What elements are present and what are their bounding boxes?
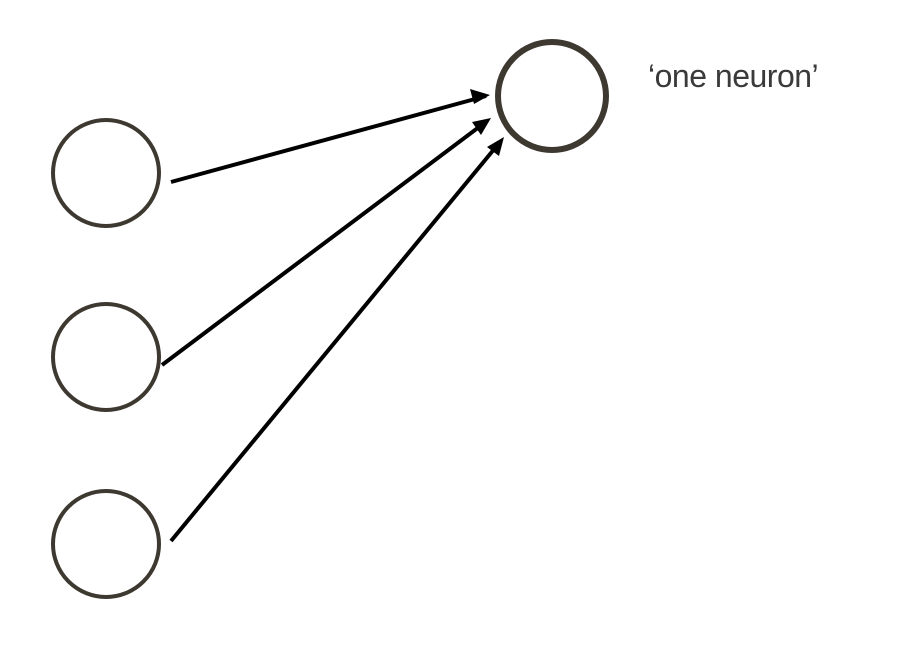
arrowhead-input-1 xyxy=(470,89,490,104)
edge-input-2-to-output xyxy=(160,119,489,367)
output-neuron-label: ‘one neuron’ xyxy=(648,58,819,94)
input-neuron-1 xyxy=(51,118,161,228)
input-neuron-2 xyxy=(51,302,161,412)
edge-input-1-to-output xyxy=(170,94,487,184)
input-neuron-3 xyxy=(51,489,161,599)
arrowhead-input-3 xyxy=(487,137,504,156)
output-neuron xyxy=(495,39,609,153)
arrowhead-input-2 xyxy=(472,118,491,135)
edge-input-3-to-output xyxy=(169,140,502,543)
